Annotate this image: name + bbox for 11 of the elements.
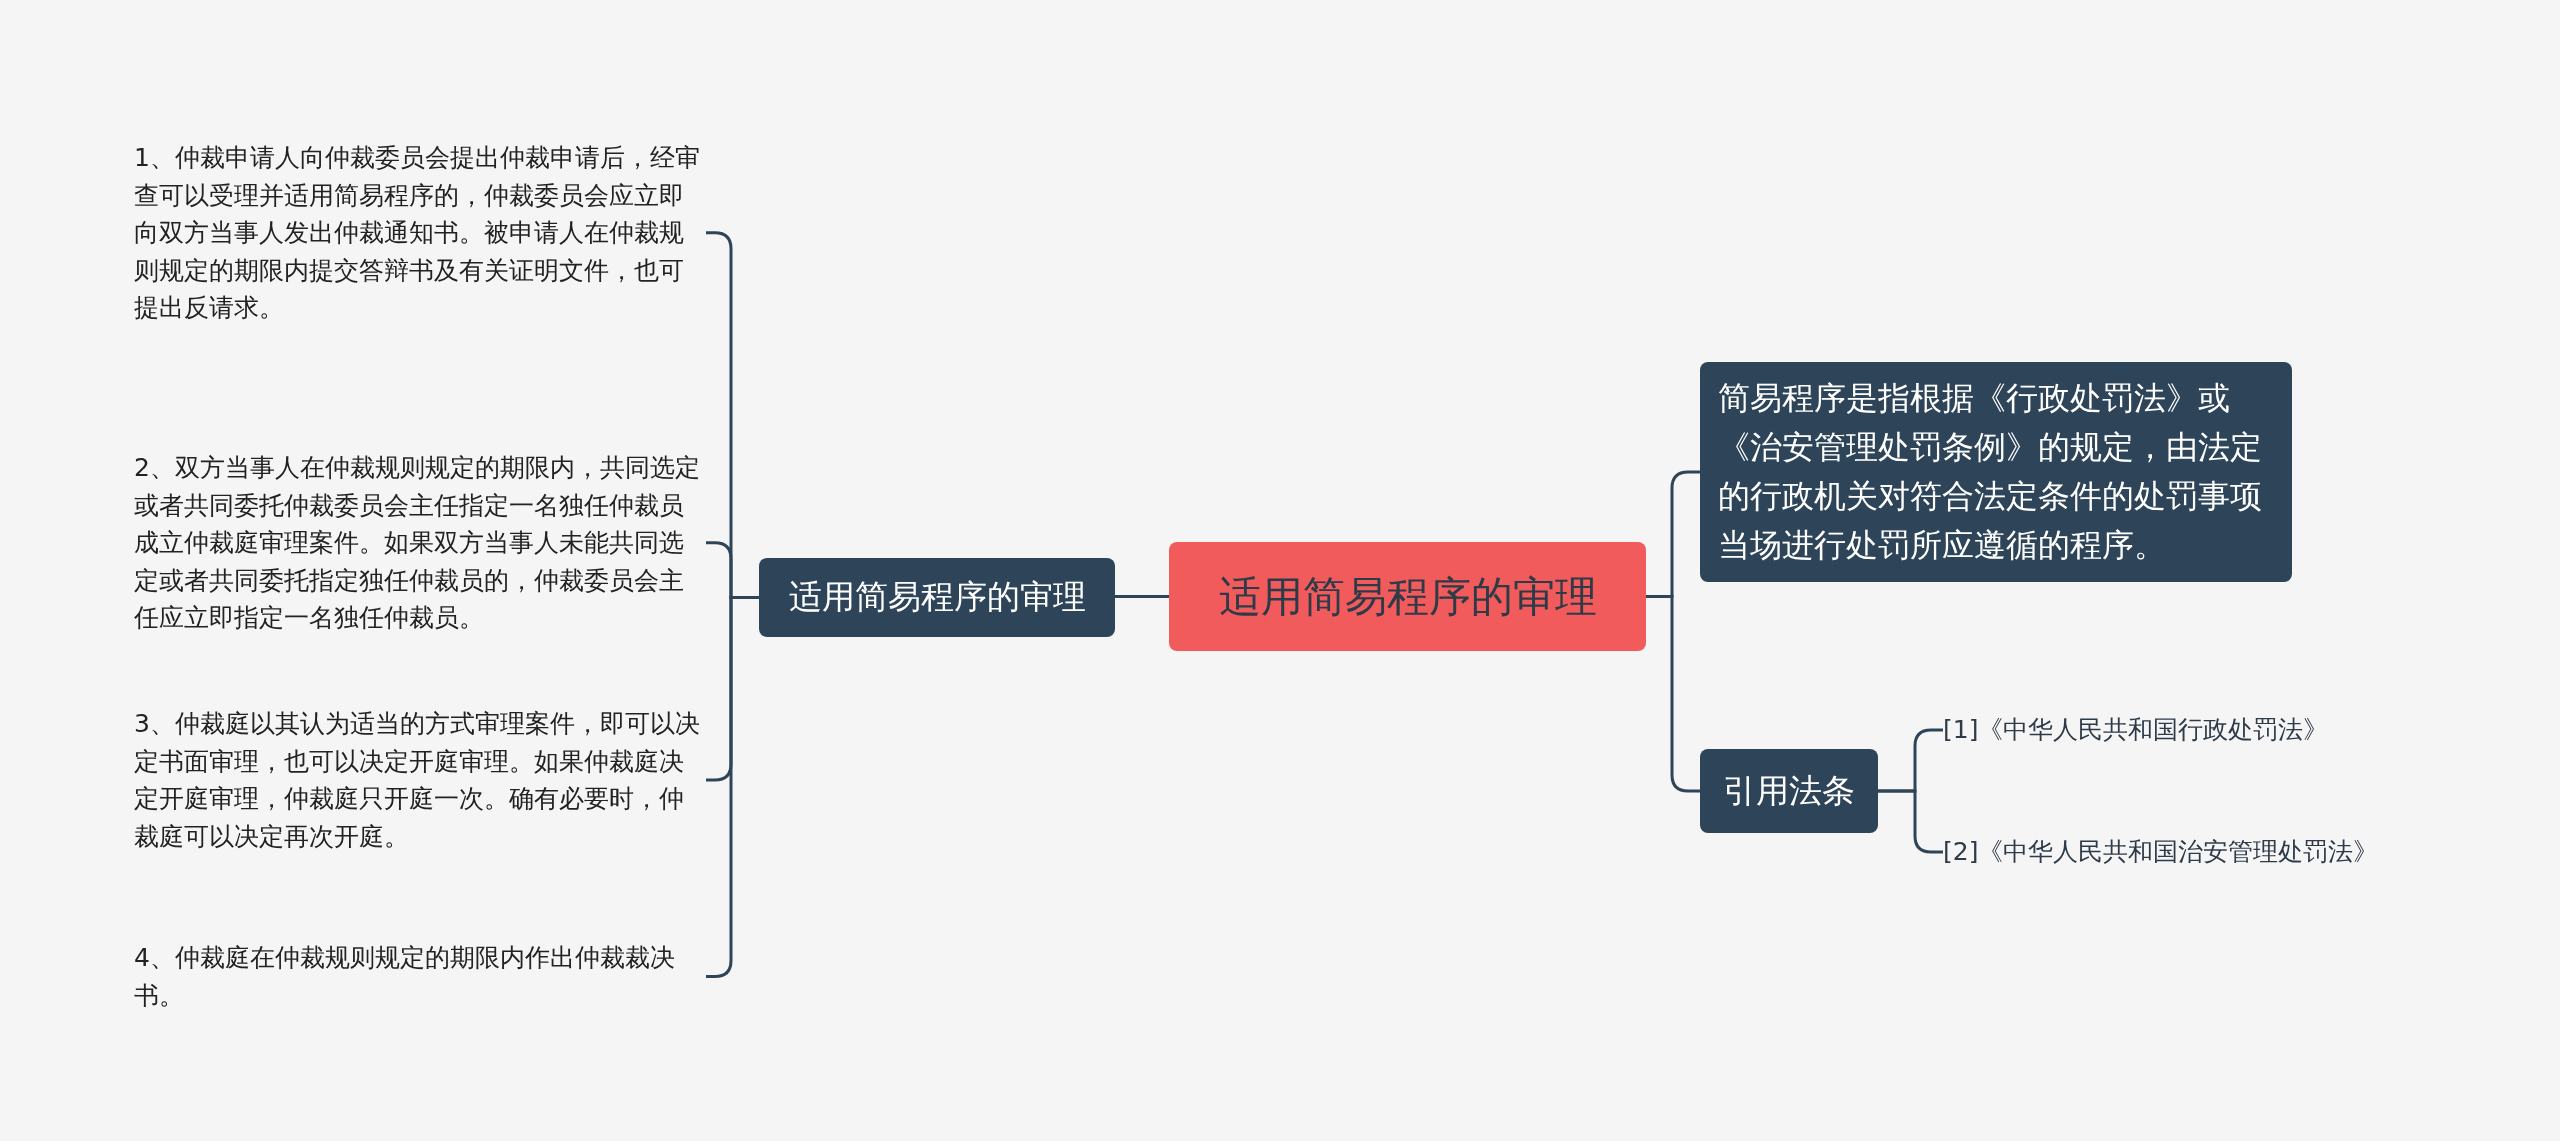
reference-text: [1]《中华人民共和国行政处罚法》 xyxy=(1943,713,2329,747)
reference-text: [2]《中华人民共和国治安管理处罚法》 xyxy=(1943,835,2379,869)
note-text: 3、仲裁庭以其认为适当的方式审理案件，即可以决定书面审理，也可以决定开庭审理。如果仲裁庭决定开庭审理，仲裁庭只开庭一次。确有必要时，仲裁庭可以决定再次开庭。 xyxy=(134,705,704,855)
topic-box: 引用法条 xyxy=(1700,749,1878,833)
description-box: 简易程序是指根据《行政处罚法》或《治安管理处罚条例》的规定，由法定的行政机关对符合法定条件的处罚事项当场进行处罚所应遵循的程序。 xyxy=(1700,362,2292,582)
note-text: 2、双方当事人在仲裁规则规定的期限内，共同选定或者共同委托仲裁委员会主任指定一名独任仲裁员成立仲裁庭审理案件。如果双方当事人未能共同选定或者共同委托指定独任仲裁员的，仲裁委员会主任应立即指定一名独任仲裁员。 xyxy=(134,449,704,637)
topic-box: 适用简易程序的审理 xyxy=(759,558,1115,637)
central-topic-box: 适用简易程序的审理 xyxy=(1169,542,1646,651)
note-text: 1、仲裁申请人向仲裁委员会提出仲裁申请后，经审查可以受理并适用简易程序的，仲裁委员会应立即向双方当事人发出仲裁通知书。被申请人在仲裁规则规定的期限内提交答辩书及有关证明文件，也可提出反请求。 xyxy=(134,139,704,327)
connector-line xyxy=(1115,595,1169,598)
note-text: 4、仲裁庭在仲裁规则规定的期限内作出仲裁裁决书。 xyxy=(134,939,704,1014)
